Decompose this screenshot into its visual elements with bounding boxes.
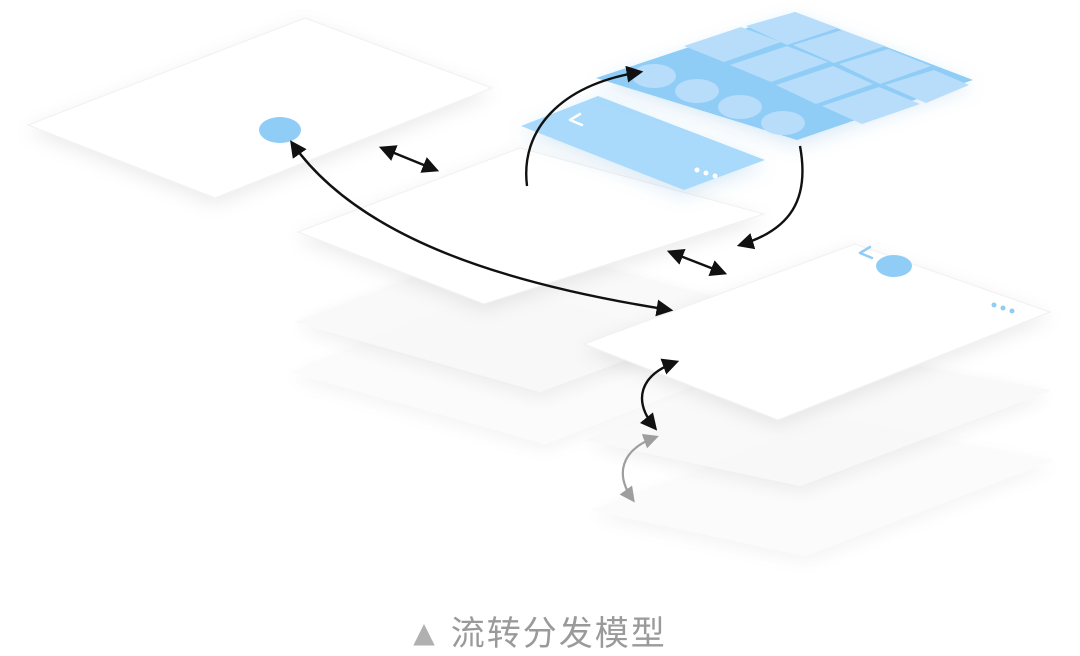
blue-grid-card <box>596 12 973 140</box>
arrow-a-b <box>378 145 440 173</box>
more-dots-icon <box>991 302 1015 314</box>
caption-text: 流转分发模型 <box>450 614 667 654</box>
back-chevron-icon <box>568 112 584 127</box>
arrow-b-c <box>666 249 728 276</box>
avatar-dot <box>876 255 912 277</box>
card-top-left <box>26 17 494 199</box>
card-right <box>582 243 1052 421</box>
right-stack-layer-2 <box>586 350 1052 486</box>
flow-arrows <box>290 65 804 431</box>
diagram-caption: ▲ 流转分发模型 <box>0 606 1080 655</box>
arrow-c-stack <box>639 358 680 431</box>
back-chevron-icon <box>858 245 874 260</box>
entry-dot <box>259 117 301 143</box>
arrow-grid-to-c <box>736 145 804 250</box>
grid-tiles <box>684 12 969 124</box>
arrow-stack-muted <box>619 433 659 503</box>
more-dots-icon <box>694 167 718 179</box>
arrow-a-c-long <box>290 140 674 317</box>
triangle-up-icon: ▲ <box>413 616 437 649</box>
right-stack-layer-3 <box>590 420 1055 556</box>
